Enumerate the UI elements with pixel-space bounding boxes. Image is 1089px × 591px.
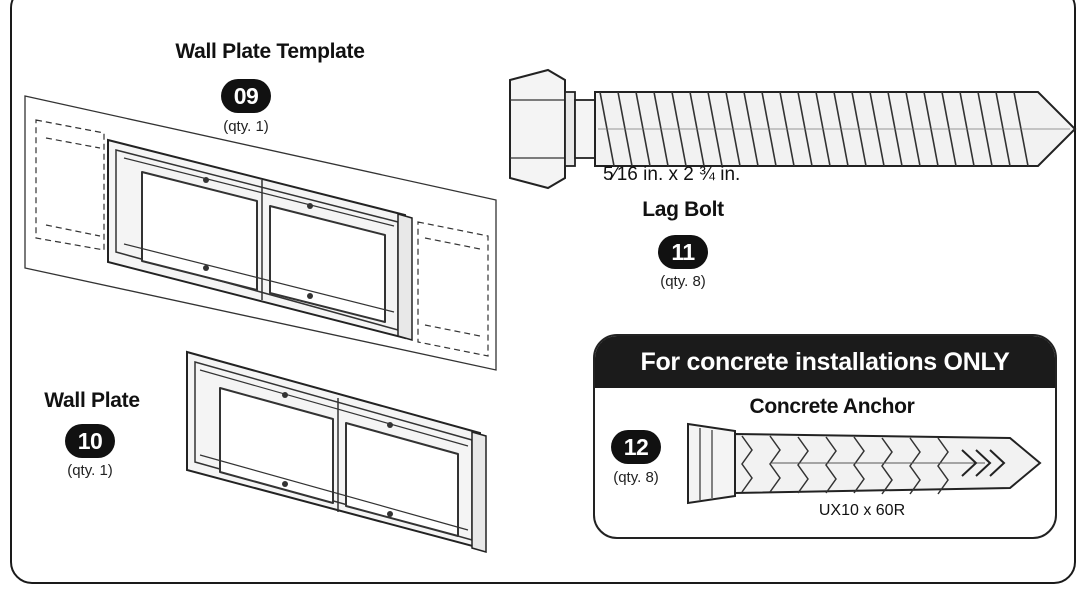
diagram-frame [10, 0, 1076, 584]
concrete-installations-box: For concrete installations ONLY [593, 334, 1057, 539]
lag-bolt-title: Lag Bolt [642, 198, 724, 221]
wall-plate-title: Wall Plate [44, 389, 140, 412]
part-number-badge-10: 10 [65, 424, 115, 458]
wall-plate-qty: (qty. 1) [67, 462, 113, 479]
part-number-badge-09: 09 [221, 79, 271, 113]
lag-bolt-size: 5⁄16 in. x 2 ¾ in. [603, 164, 741, 185]
concrete-anchor-title: Concrete Anchor [749, 395, 915, 418]
concrete-box-header: For concrete installations ONLY [595, 336, 1055, 388]
wall-plate-template-title: Wall Plate Template [175, 40, 365, 63]
template-qty: (qty. 1) [223, 118, 269, 135]
concrete-anchor-qty: (qty. 8) [613, 469, 659, 486]
lag-bolt-qty: (qty. 8) [660, 273, 706, 290]
part-number-badge-11: 11 [658, 235, 708, 269]
part-number-badge-12: 12 [611, 430, 661, 464]
concrete-anchor-model: UX10 x 60R [818, 502, 906, 519]
